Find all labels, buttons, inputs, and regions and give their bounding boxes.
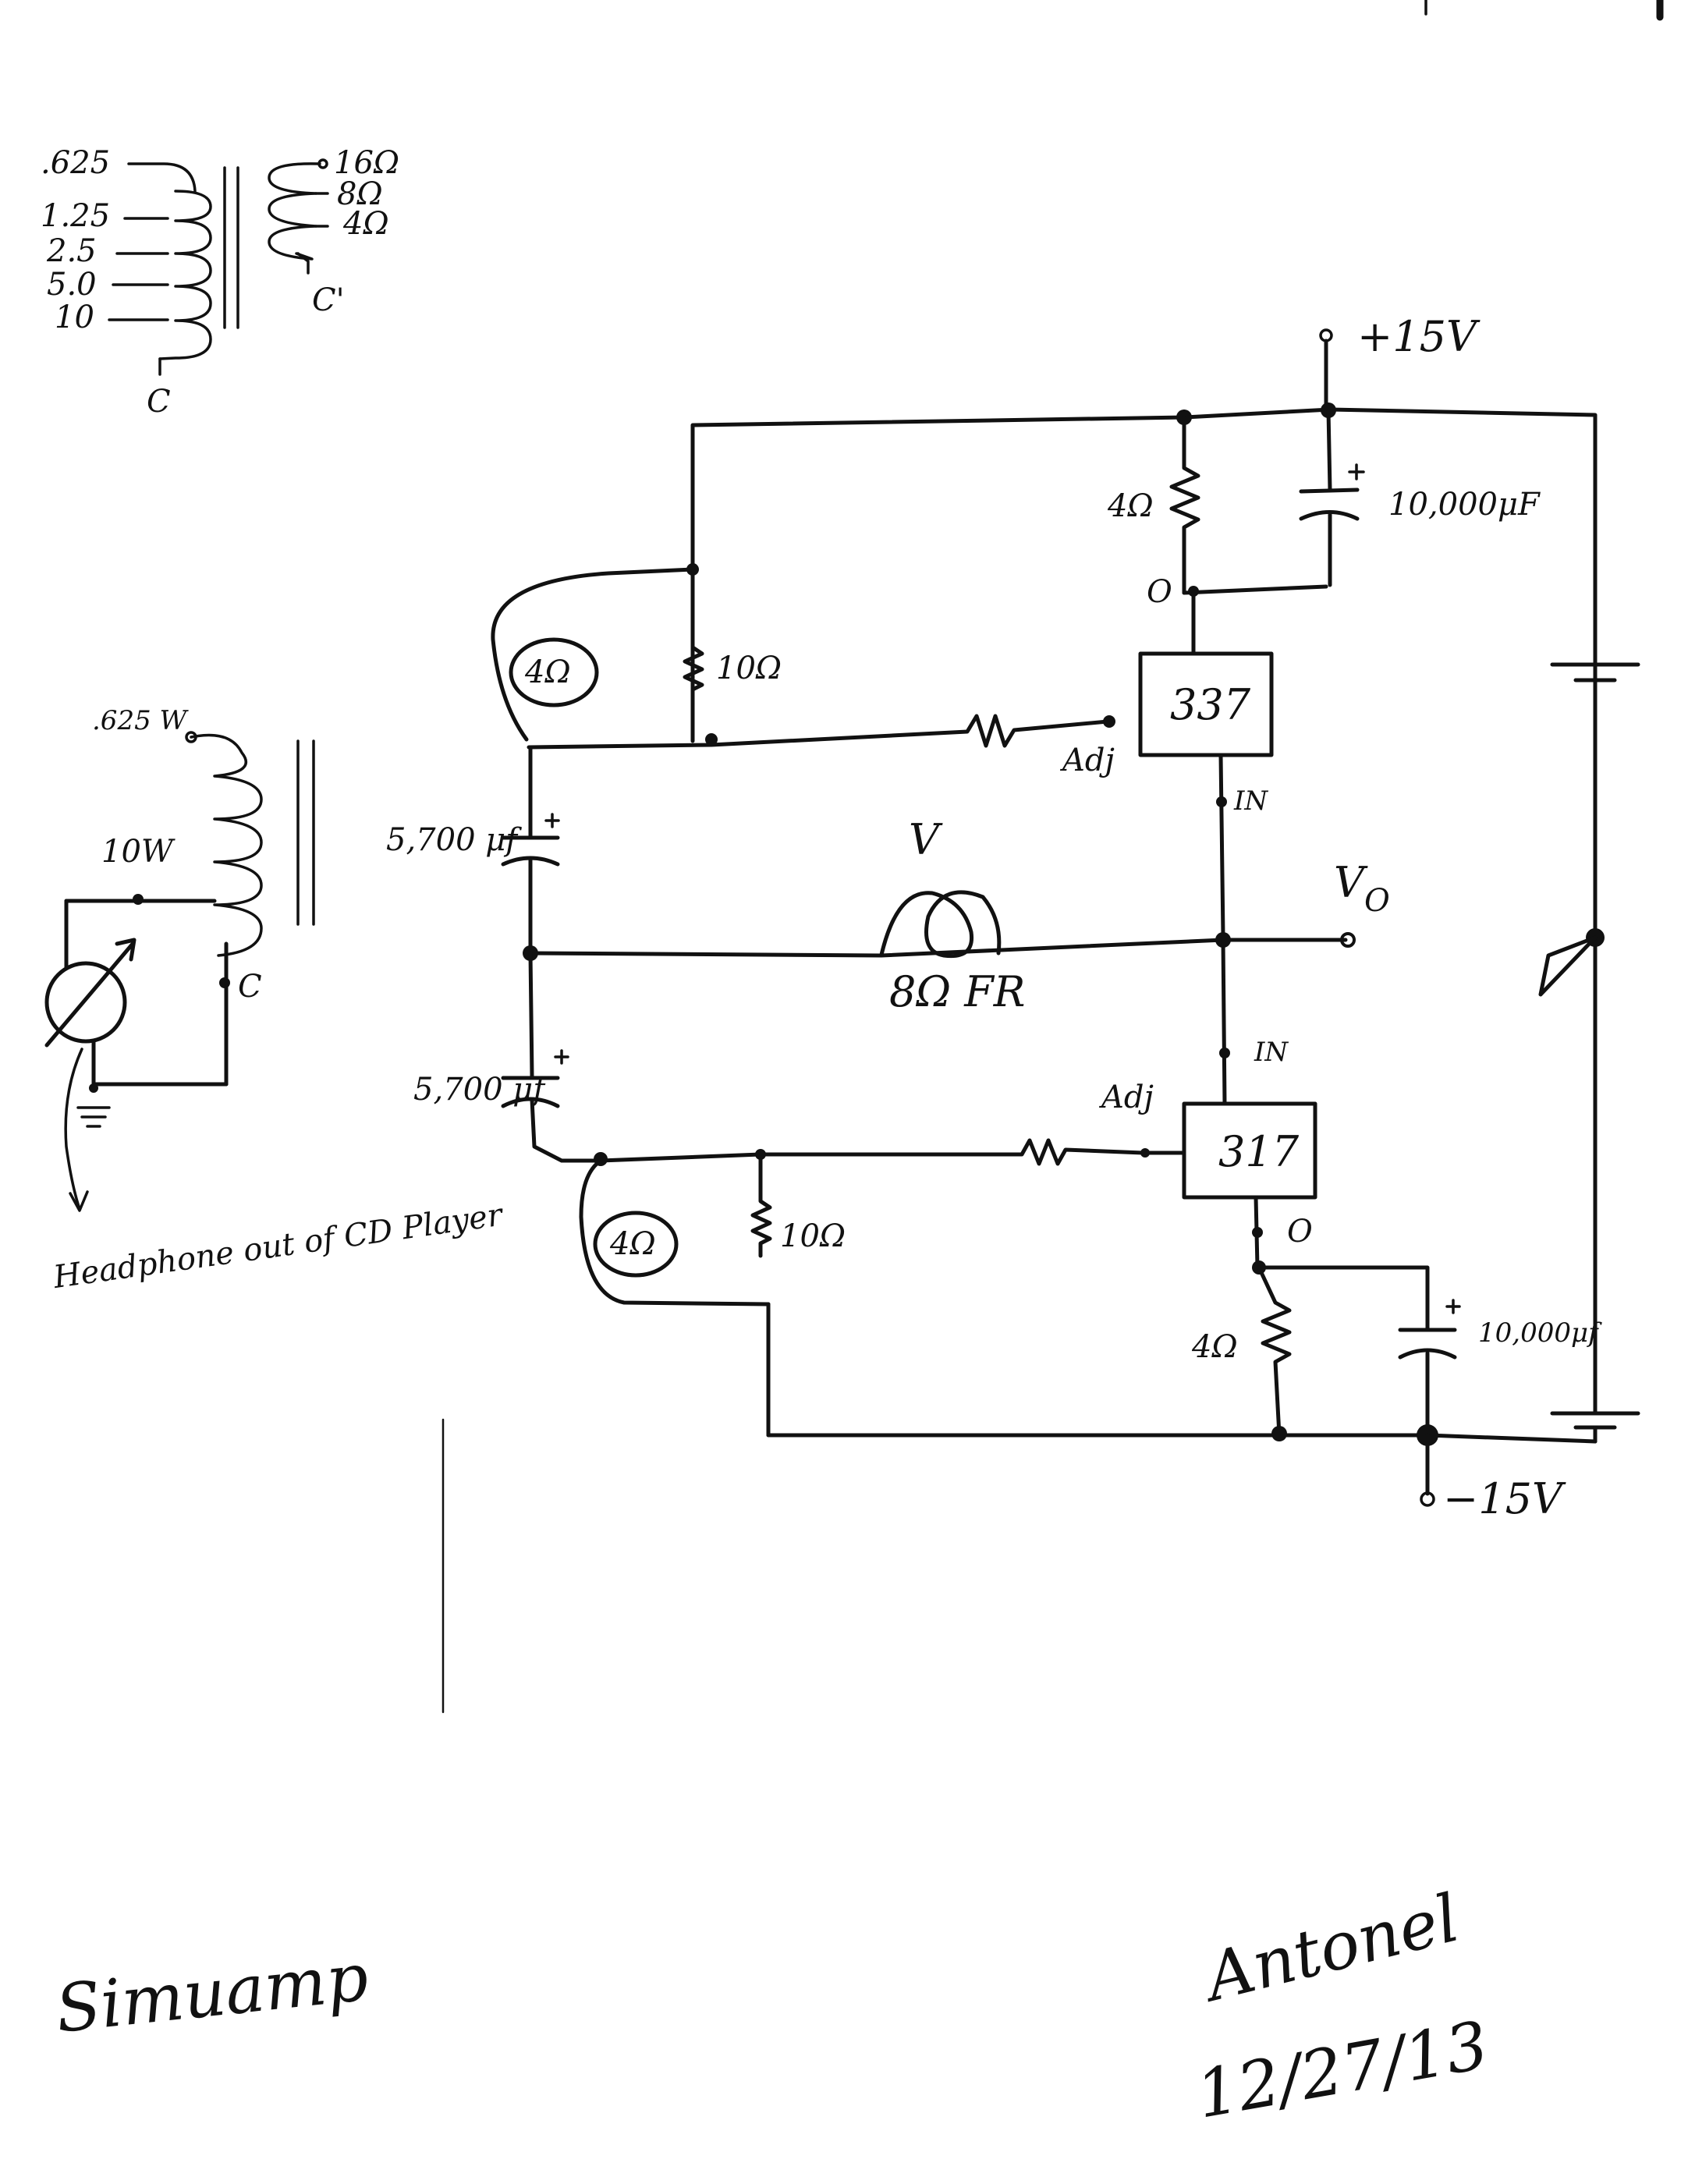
regulator-317[interactable]	[1182, 1101, 1317, 1200]
upper-coil-symbol	[509, 637, 599, 707]
output-transformer-taps: .625 1.25 2.5 5.0 10 C 16Ω 8Ω 4Ω C'	[41, 145, 399, 420]
upper-coupling-cap-label: 5,700 μf	[386, 822, 522, 858]
upper-pin-out-label: O	[1147, 574, 1172, 610]
variable-source-symbol	[44, 961, 127, 1044]
speaker-symbol	[879, 890, 1002, 959]
lower-coil-label: 4Ω	[609, 1226, 656, 1262]
output-terminal[interactable]	[1340, 932, 1356, 948]
negative-rail-label: −15V	[1443, 1474, 1566, 1523]
input-tap-10w-label: 10W	[101, 834, 176, 870]
negative-rail-terminal[interactable]	[1420, 1491, 1435, 1507]
regulator-337-label: 337	[1170, 680, 1251, 729]
upper-load-resistor-label: 4Ω	[1107, 488, 1154, 524]
lower-bias-resistor-label: 10Ω	[780, 1218, 846, 1254]
lower-capacitor-label: 10,000μf	[1478, 1317, 1602, 1349]
input-common-label: C	[238, 969, 262, 1005]
lower-coil-symbol	[593, 1211, 679, 1278]
upper-coil-label: 4Ω	[524, 654, 571, 690]
sheet-title: Simuamp	[52, 1938, 372, 2047]
primary-tap-125: 1.25	[41, 198, 110, 234]
primary-common-label: C	[147, 384, 171, 420]
positive-rail-label: +15V	[1357, 312, 1481, 361]
signature: Antonel	[1193, 1880, 1466, 2018]
regulator-337[interactable]	[1138, 651, 1274, 757]
upper-in-label: IN	[1233, 785, 1268, 817]
output-label: VO	[1334, 858, 1390, 919]
source-caption: Headphone out of CD Player	[51, 1197, 507, 1296]
secondary-tap-8: 8Ω	[337, 176, 383, 212]
signature-date: 12/27/13	[1190, 2007, 1494, 2133]
secondary-tap-16: 16Ω	[334, 145, 399, 181]
scan-marks	[442, 0, 1664, 1714]
footer-annotations: Simuamp Antonel 12/27/13	[52, 1880, 1494, 2133]
speaker-symbol-label: V	[909, 815, 943, 864]
regulator-317-label: 317	[1218, 1127, 1300, 1176]
input-tap-0625-label: .625 W	[92, 705, 190, 736]
lower-adj-label: Adj	[1098, 1080, 1154, 1115]
upper-capacitor-label: 10,000μF	[1388, 487, 1541, 523]
primary-tap-10: 10	[55, 300, 94, 335]
primary-tap-0625: .625	[41, 145, 110, 181]
speaker-label: 8Ω FR	[889, 967, 1025, 1016]
lower-coupling-cap-label: 5,700 μf	[413, 1072, 549, 1108]
primary-tap-25: 2.5	[46, 233, 97, 269]
upper-adj-label: Adj	[1059, 743, 1115, 778]
secondary-tap-4: 4Ω	[342, 206, 389, 242]
upper-bias-resistor-label: 10Ω	[716, 651, 782, 686]
amplifier-schematic: +15V 4Ω 10Ω Adj 4Ω 10,000μF	[386, 312, 1640, 1523]
primary-tap-50: 5.0	[47, 267, 97, 303]
lower-pin-out-label: O	[1287, 1214, 1313, 1250]
input-transformer: .625 W 10W C Headphone out of CD Player	[44, 705, 507, 1296]
secondary-common-label: C'	[312, 282, 345, 318]
lower-in-label: IN	[1254, 1037, 1289, 1068]
lower-load-resistor-label: 4Ω	[1191, 1329, 1238, 1365]
